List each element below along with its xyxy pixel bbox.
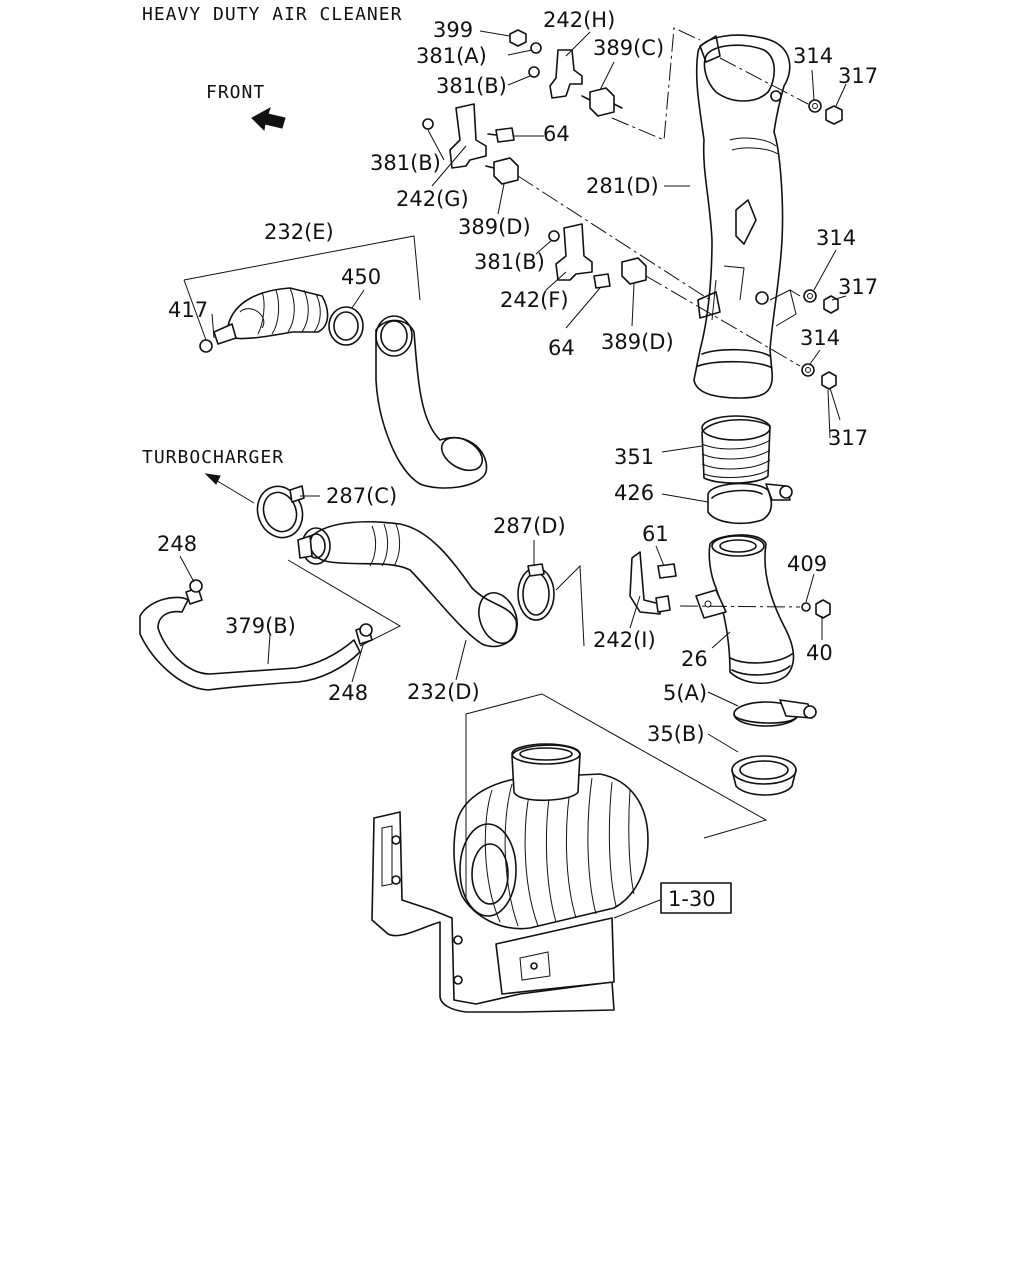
callout-label: 409 xyxy=(787,552,827,576)
turbocharger-label: TURBOCHARGER xyxy=(142,447,284,468)
reference-box: 1-30 xyxy=(660,882,732,914)
callout-label: 232(E) xyxy=(264,220,334,244)
hose-232e xyxy=(183,235,488,489)
clamp-426 xyxy=(707,482,793,525)
leader-lines xyxy=(179,30,847,753)
callout-label: 381(B) xyxy=(436,74,507,98)
callout-label: 426 xyxy=(614,481,654,505)
callout-label: 381(B) xyxy=(474,250,545,274)
upper-hardware xyxy=(422,29,843,390)
callout-label: 450 xyxy=(341,265,381,289)
callout-label: 389(C) xyxy=(593,36,664,60)
callout-label: 389(D) xyxy=(601,330,674,354)
callout-label: 314 xyxy=(793,44,833,68)
callout-label: 242(G) xyxy=(396,187,469,211)
pipe-379b xyxy=(139,579,373,691)
callout-label: 317 xyxy=(828,426,868,450)
callout-label: 281(D) xyxy=(586,174,659,198)
front-label: FRONT xyxy=(206,82,265,103)
callout-label: 379(B) xyxy=(225,614,296,638)
upper-assembly-lines xyxy=(517,27,809,367)
callout-label: 351 xyxy=(614,445,654,469)
callout-label: 287(D) xyxy=(493,514,566,538)
hose-232d xyxy=(256,485,585,648)
callout-label: 314 xyxy=(800,326,840,350)
reference-box-label: 1-30 xyxy=(668,887,716,911)
upper-duct-281d xyxy=(693,34,797,399)
callout-label: 314 xyxy=(816,226,856,250)
callout-label: 317 xyxy=(838,275,878,299)
callout-label: 40 xyxy=(806,641,833,665)
callout-label: 35(B) xyxy=(647,722,705,746)
callout-label: 232(D) xyxy=(407,680,480,704)
callout-label: 417 xyxy=(168,298,208,322)
callout-label: 242(I) xyxy=(593,628,656,652)
callout-label: 248 xyxy=(328,681,368,705)
seal-35b xyxy=(731,755,797,796)
air-cleaner-assembly xyxy=(371,693,768,1013)
callout-label: 317 xyxy=(838,64,878,88)
front-arrow-icon: FRONT xyxy=(206,82,286,132)
turbocharger-arrow-icon: TURBOCHARGER xyxy=(142,447,284,504)
callout-label: 61 xyxy=(642,522,669,546)
callout-label: 64 xyxy=(543,122,570,146)
elbow-26 xyxy=(629,534,831,685)
callout-label: 242(F) xyxy=(500,288,569,312)
callout-label: 242(H) xyxy=(543,8,615,32)
callout-label: 287(C) xyxy=(326,484,397,508)
callout-label: 5(A) xyxy=(663,681,707,705)
callout-label: 381(B) xyxy=(370,151,441,175)
bellows-351 xyxy=(701,415,771,484)
diagram-title: HEAVY DUTY AIR CLEANER xyxy=(142,4,402,25)
clamp-5a xyxy=(733,699,817,727)
callout-label: 399 xyxy=(433,18,473,42)
callout-labels: 399 242(H) 381(A) 389(C) 381(B) 314 317 … xyxy=(157,8,878,746)
callout-label: 26 xyxy=(681,647,708,671)
callout-label: 64 xyxy=(548,336,575,360)
callout-label: 381(A) xyxy=(416,44,487,68)
callout-label: 389(D) xyxy=(458,215,531,239)
callout-label: 248 xyxy=(157,532,197,556)
